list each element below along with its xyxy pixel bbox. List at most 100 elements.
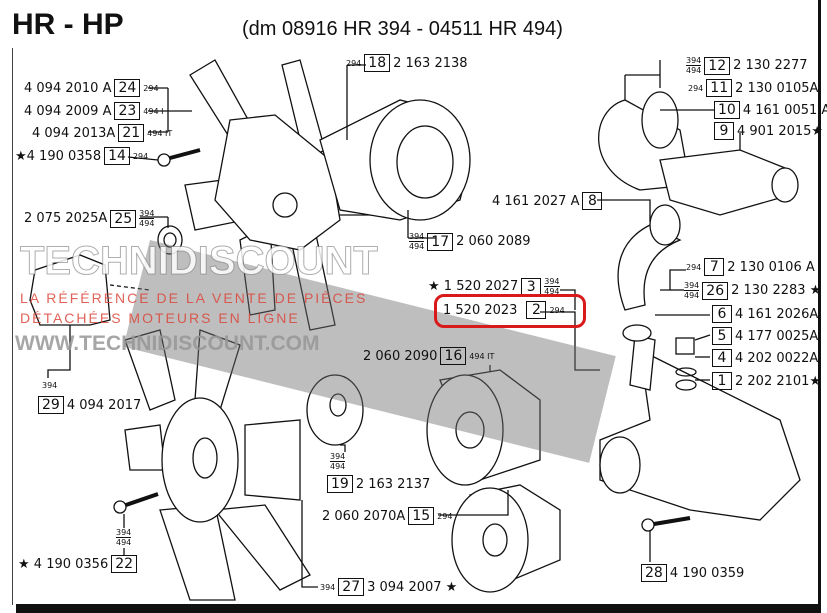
part-label-14[interactable]: ★4 190 0358 14 294 [15, 147, 148, 165]
ref-box: 24 [114, 79, 141, 97]
part-label-6[interactable]: 6 4 161 2026A [712, 305, 818, 323]
engine-code: 494 [139, 219, 155, 228]
pulley-15 [438, 484, 561, 593]
part-label-22[interactable]: ★ 4 190 0356 22 [18, 555, 138, 573]
part-number: 2 130 0105A [735, 80, 819, 96]
engine-code: 494 [116, 538, 132, 547]
part-number: 4 177 0025A [735, 328, 819, 344]
engine-code: 394 [116, 528, 132, 538]
part-label-24[interactable]: 4 094 2010 A 24 294 [24, 79, 159, 97]
hose-assembly [597, 60, 799, 311]
ref-box: 17 [427, 232, 454, 251]
highlight-outline [434, 294, 586, 328]
part-number: 4 202 0022A [735, 350, 819, 366]
ref-box: 8 [582, 192, 603, 210]
pulley-16 [426, 365, 541, 486]
watermark-tagline: DÉTACHÉES MOTEURS EN LIGNE [20, 310, 300, 326]
part-number: 4 161 2027 A [492, 193, 580, 209]
ref-box: 29 [38, 396, 64, 414]
ref-box: 18 [364, 54, 391, 72]
part-number: 2 060 2089 [456, 234, 531, 249]
part-label-16[interactable]: 2 060 2090 16 494 IT [363, 347, 494, 365]
spacer-19 [306, 374, 364, 452]
part-number: 4 161 0051 A [742, 102, 827, 118]
part-label-15[interactable]: 2 060 2070A 15 294 [322, 507, 452, 525]
engine-code: 394 [139, 209, 155, 219]
engine-code: 494 [330, 462, 346, 471]
ref-box: 16 [440, 347, 467, 365]
part-label-1[interactable]: 1 2 202 2101★ [712, 372, 821, 390]
ref-box: 2 [526, 301, 547, 319]
watermark-logo: TECHNIDISCOUNT [20, 239, 379, 284]
ref-box: 1 [712, 372, 732, 390]
part-label-9[interactable]: 9 4 901 2015★ [714, 122, 823, 140]
part-number: 1 520 2023 [443, 302, 518, 318]
part-number: 2 075 2025A [24, 211, 108, 226]
part-label-28[interactable]: 28 4 190 0359 [641, 564, 744, 582]
frame-left-border [12, 48, 13, 605]
ref-box: 27 [338, 578, 365, 596]
part-number: 2 130 2277 [733, 58, 808, 73]
ref-box: 12 [704, 56, 731, 75]
part-number: 4 161 2026A [735, 306, 819, 322]
engine-code: 294 [688, 83, 704, 93]
ref-box: 25 [110, 209, 137, 228]
leader-lines-gaskets [540, 289, 600, 371]
part-label-19[interactable]: 19 2 163 2137 [327, 475, 430, 493]
ref-box: 14 [104, 147, 130, 165]
part-label-4[interactable]: 4 4 202 0022A [712, 349, 818, 367]
ref-box: 4 [712, 349, 732, 367]
ref-box: 7 [704, 258, 725, 276]
engine-code: 494 [684, 291, 700, 300]
ref-box: 9 [714, 122, 734, 140]
engine-code: 394 [544, 277, 560, 287]
part-number: ★ 1 520 2027 [428, 279, 519, 294]
part-number: 2 163 2137 [355, 476, 431, 492]
part-number: 4 094 2017 [66, 397, 142, 413]
part-label-8[interactable]: 4 161 2027 A 8 [492, 192, 603, 210]
fan-lower [124, 329, 318, 601]
part-label-21[interactable]: 4 094 2013A 21 494 IT [32, 124, 172, 142]
part-number: ★4 190 0358 [15, 148, 102, 164]
part-label-27[interactable]: 394 27 3 094 2007 ★ [320, 578, 457, 596]
part-label-5[interactable]: 5 4 177 0025A [712, 327, 818, 345]
part-number: 2 060 2090 [363, 348, 438, 364]
ref-box: 5 [712, 327, 732, 345]
part-number: 4 094 2010 A [24, 80, 112, 96]
bolt-14 [127, 148, 201, 167]
part-label-7[interactable]: 294 7 2 130 0106 A [686, 258, 815, 276]
part-label-23[interactable]: 4 094 2009 A 23 494 I [24, 102, 163, 120]
engine-code: 294 [346, 58, 362, 68]
part-number: 3 094 2007 ★ [367, 579, 458, 595]
part-label-18[interactable]: 294 18 2 163 2138 [346, 54, 468, 72]
part-number: 2 130 2283 ★ [731, 283, 822, 298]
engine-code: 494 [686, 66, 702, 75]
frame-bottom-border [16, 604, 821, 613]
part-label-10[interactable]: 10 4 161 0051 A [714, 101, 827, 119]
frame-right-border [818, 0, 821, 613]
part-label-11[interactable]: 294 11 2 130 0105A [688, 79, 818, 97]
ref-box: 23 [114, 102, 141, 120]
diagram-title: HR - HP [12, 8, 124, 41]
engine-code: 394 [320, 582, 336, 592]
part-label-29[interactable]: 29 4 094 2017 [38, 396, 141, 414]
diagram-subtitle: (dm 08916 HR 394 - 04511 HR 494) [242, 18, 563, 40]
ref-box: 6 [712, 305, 732, 323]
part-label-2[interactable]: 1 520 2023 2 294 [443, 301, 565, 319]
part-number: ★ 4 190 0356 [18, 556, 109, 572]
ref-box: 22 [111, 555, 138, 573]
engine-code: 394 [42, 381, 58, 390]
part-number: 2 163 2138 [393, 55, 468, 71]
watermark-url: WWW.TECHNIDISCOUNT.COM [15, 332, 320, 355]
